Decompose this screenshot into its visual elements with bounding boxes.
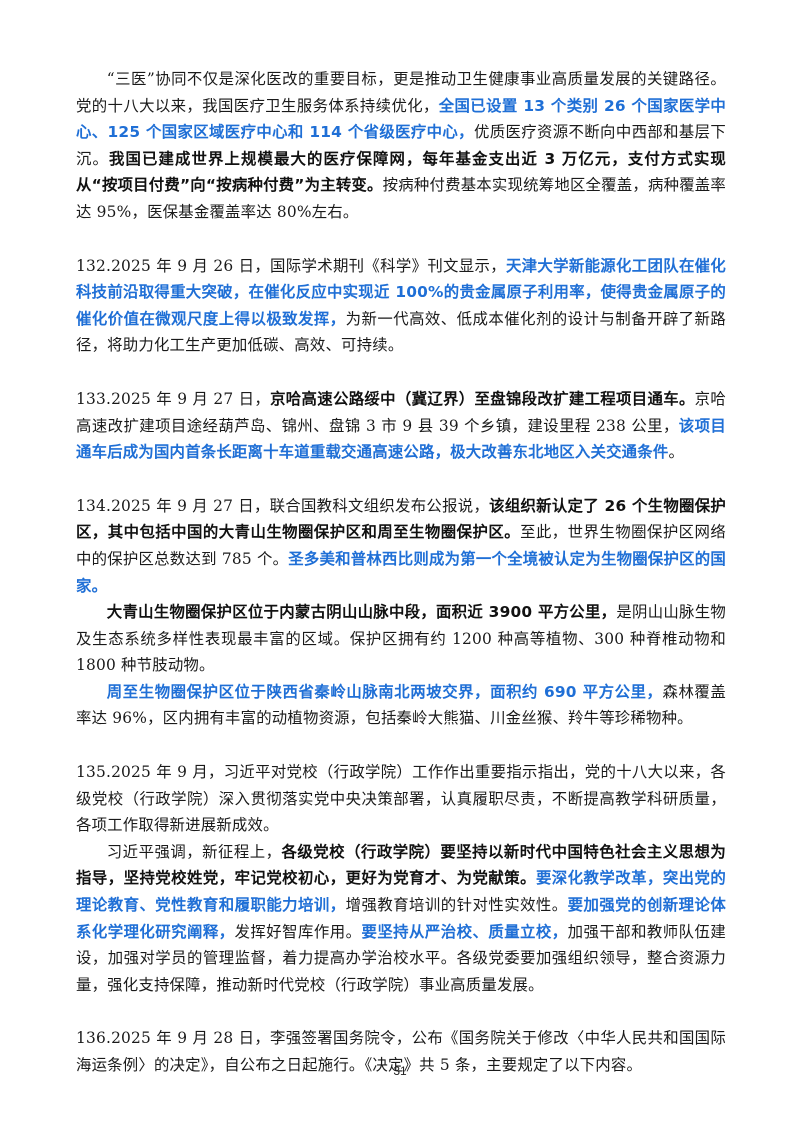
bold-text: 该组织新认定了 26 个生物圈保护区，其中包括中国的大青山生物圈保护区和周至生物… bbox=[76, 496, 726, 542]
bold-text: 我国已建成世界上规模最大的医疗保障网，每年基金支出近 3 万亿元，支付方式实现从… bbox=[76, 149, 726, 195]
highlight-text: 要加强党的创新理论体系化学理化研究阐释， bbox=[76, 896, 726, 941]
body-text: 京哈高速改扩建项目途经葫芦岛、锦州、盘锦 3 市 9 县 39 个乡镇，建设里程… bbox=[76, 389, 726, 435]
highlight-text: 该项目通车后成为国内首条长距离十车道重载交通高速公路，极大改善东北地区入关交通条… bbox=[76, 416, 726, 462]
body-text: 至此，世界生物圈保护区网络中的保护区总数达到 785 个。 bbox=[76, 523, 726, 568]
bold-text: 各级党校（行政学院）要坚持以新时代中国特色社会主义思想为指导，坚持党校姓党，牢记… bbox=[76, 842, 726, 888]
body-text: 134.2025 年 9 月 27 日，联合国教科文组织发布公报说， bbox=[76, 496, 490, 515]
body-text: 习近平强调，新征程上， bbox=[106, 842, 282, 861]
bold-text: 大青山生物圈保护区位于内蒙古阴山山脉中段，面积近 3900 平方公里， bbox=[106, 603, 617, 622]
body-text: 优质医疗资源不断向中西部和基层下沉。 bbox=[76, 123, 726, 168]
body-text: “三医”协同不仅是深化医改的重要目标，更是推动卫生健康事业高质量发展的关键路径。… bbox=[76, 70, 726, 115]
highlight-text: 圣多美和普林西比则成为第一个全境被认定为生物圈保护区的国家。 bbox=[76, 549, 726, 595]
para-xi-qiangdiao: 习近平强调，新征程上，各级党校（行政学院）要坚持以新时代中国特色社会主义思想为指… bbox=[76, 839, 726, 999]
body-text: 133.2025 年 9 月 27 日， bbox=[76, 389, 271, 408]
highlight-text: 周至生物圈保护区位于陕西省秦岭山脉南北两坡交界，面积约 690 平方公里， bbox=[106, 682, 663, 701]
bold-text: 京哈高速公路绥中（冀辽界）至盘锦段改扩建工程项目通车。 bbox=[270, 389, 695, 408]
item-132: 132.2025 年 9 月 26 日，国际学术期刊《科学》刊文显示，天津大学新… bbox=[76, 253, 726, 359]
body-text: 加强干部和教师队伍建设，加强对学员的管理监督，着力提高办学治校水平。各级党委要加… bbox=[76, 922, 726, 994]
body-text: 增强教育培训的针对性实效性。 bbox=[345, 896, 568, 915]
body-text: 135.2025 年 9 月，习近平对党校（行政学院）工作作出重要指示指出，党的… bbox=[76, 763, 726, 835]
body-text: 为新一代高效、低成本催化剂的设计与制备开辟了新路径，将助力化工生产更加低碳、高效… bbox=[76, 309, 726, 355]
body-text: 按病种付费基本实现统筹地区全覆盖，病种覆盖率达 95%，医保基金覆盖率达 80%… bbox=[76, 176, 726, 221]
item-136: 136.2025 年 9 月 28 日，李强签署国务院令，公布《国务院关于修改〈… bbox=[76, 1025, 726, 1078]
body-text: 136.2025 年 9 月 28 日，李强签署国务院令，公布《国务院关于修改〈… bbox=[76, 1029, 726, 1074]
body-text: 。 bbox=[668, 443, 685, 462]
body-text: 森林覆盖率达 96%，区内拥有丰富的动植物资源，包括秦岭大熊猫、川金丝猴、羚牛等… bbox=[76, 682, 726, 728]
body-text: 发挥好智库作用。 bbox=[234, 922, 362, 941]
page-number: 31 bbox=[393, 1064, 407, 1078]
para-daqingshan: 大青山生物圈保护区位于内蒙古阴山山脉中段，面积近 3900 平方公里，是阴山山脉… bbox=[76, 599, 726, 679]
highlight-text: 要坚持从严治校、质量立校， bbox=[361, 922, 568, 941]
body-text: 是阴山山脉生物及生态系统多样性表现最丰富的区域。保护区拥有约 1200 种高等植… bbox=[76, 603, 726, 675]
item-134: 134.2025 年 9 月 27 日，联合国教科文组织发布公报说，该组织新认定… bbox=[76, 493, 726, 599]
document-body: “三医”协同不仅是深化医改的重要目标，更是推动卫生健康事业高质量发展的关键路径。… bbox=[76, 66, 726, 1079]
highlight-text: 天津大学新能源化工团队在催化科技前沿取得重大突破，在催化反应中实现近 100%的… bbox=[76, 256, 726, 328]
highlight-text: 要深化教学改革，突出党的理论教育、党性教育和履职能力培训， bbox=[76, 869, 726, 915]
body-text: 132.2025 年 9 月 26 日，国际学术期刊《科学》刊文显示， bbox=[76, 256, 506, 275]
para-zhouzhi: 周至生物圈保护区位于陕西省秦岭山脉南北两坡交界，面积约 690 平方公里，森林覆… bbox=[76, 679, 726, 732]
item-133: 133.2025 年 9 月 27 日，京哈高速公路绥中（冀辽界）至盘锦段改扩建… bbox=[76, 386, 726, 466]
para-sanyi: “三医”协同不仅是深化医改的重要目标，更是推动卫生健康事业高质量发展的关键路径。… bbox=[76, 66, 726, 226]
highlight-text: 全国已设置 13 个类别 26 个国家医学中心、125 个国家区域医疗中心和 1… bbox=[76, 96, 726, 142]
item-135: 135.2025 年 9 月，习近平对党校（行政学院）工作作出重要指示指出，党的… bbox=[76, 759, 726, 839]
